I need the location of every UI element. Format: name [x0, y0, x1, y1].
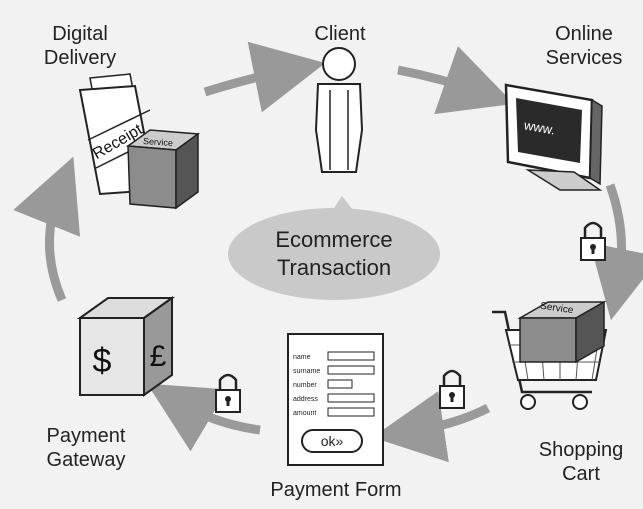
form-field-label: amount	[293, 410, 316, 417]
shopping-cart-line1: Shopping	[538, 439, 624, 461]
arrow-delivery-to-client	[203, 41, 326, 113]
digital-delivery-label: Digital Delivery	[26, 22, 134, 70]
payment-gateway-label: Payment Gateway	[28, 424, 144, 472]
monitor-screen-text: www.	[523, 117, 557, 138]
payment-form-card	[287, 333, 384, 466]
lock-icon-gateway	[215, 373, 241, 413]
form-field-label: surname	[293, 368, 320, 375]
shopping-cart-label: Shopping Cart	[526, 438, 636, 486]
delivery-box-label: Service	[142, 135, 174, 149]
client-label: Client	[314, 23, 366, 45]
pound-symbol: £	[150, 340, 167, 373]
arrow-gateway-to-delivery	[13, 156, 81, 302]
form-field-labels: name surname number address amount	[293, 354, 320, 417]
monitor-icon	[504, 83, 603, 191]
arrow-client-to-services	[397, 46, 514, 115]
online-services-label: Online Services	[530, 22, 638, 70]
center-ellipse	[228, 208, 440, 300]
center-title: Ecommerce Transaction	[234, 226, 434, 282]
digital-delivery-line1: Digital	[52, 23, 108, 45]
payment-form-label: Payment Form	[270, 479, 402, 501]
lock-icon-services	[580, 221, 606, 261]
lock-icon-cart	[439, 369, 465, 409]
center-title-line1: Ecommerce	[275, 227, 393, 252]
form-field-label: address	[293, 396, 318, 403]
client-person-icon	[314, 47, 364, 173]
arrow-services-to-cart	[589, 183, 643, 321]
center-title-line2: Transaction	[276, 255, 392, 280]
cart-service-box	[517, 300, 607, 364]
form-field-label: number	[293, 382, 317, 389]
form-ok-button-text: ok»	[321, 433, 344, 449]
service-box-icon	[125, 129, 201, 210]
shopping-cart-line2: Cart	[562, 463, 600, 485]
online-services-line2: Services	[545, 47, 623, 69]
money-cube-icon	[76, 296, 176, 397]
arrow-form-to-gateway	[147, 383, 261, 452]
dollar-symbol: $	[93, 342, 112, 380]
payment-gateway-line2: Gateway	[46, 449, 126, 471]
arrow-cart-to-form	[372, 391, 491, 463]
payment-gateway-line1: Payment	[46, 425, 126, 447]
form-field-label: name	[293, 354, 311, 361]
digital-delivery-line2: Delivery	[43, 47, 117, 69]
online-services-line1: Online	[555, 23, 613, 45]
